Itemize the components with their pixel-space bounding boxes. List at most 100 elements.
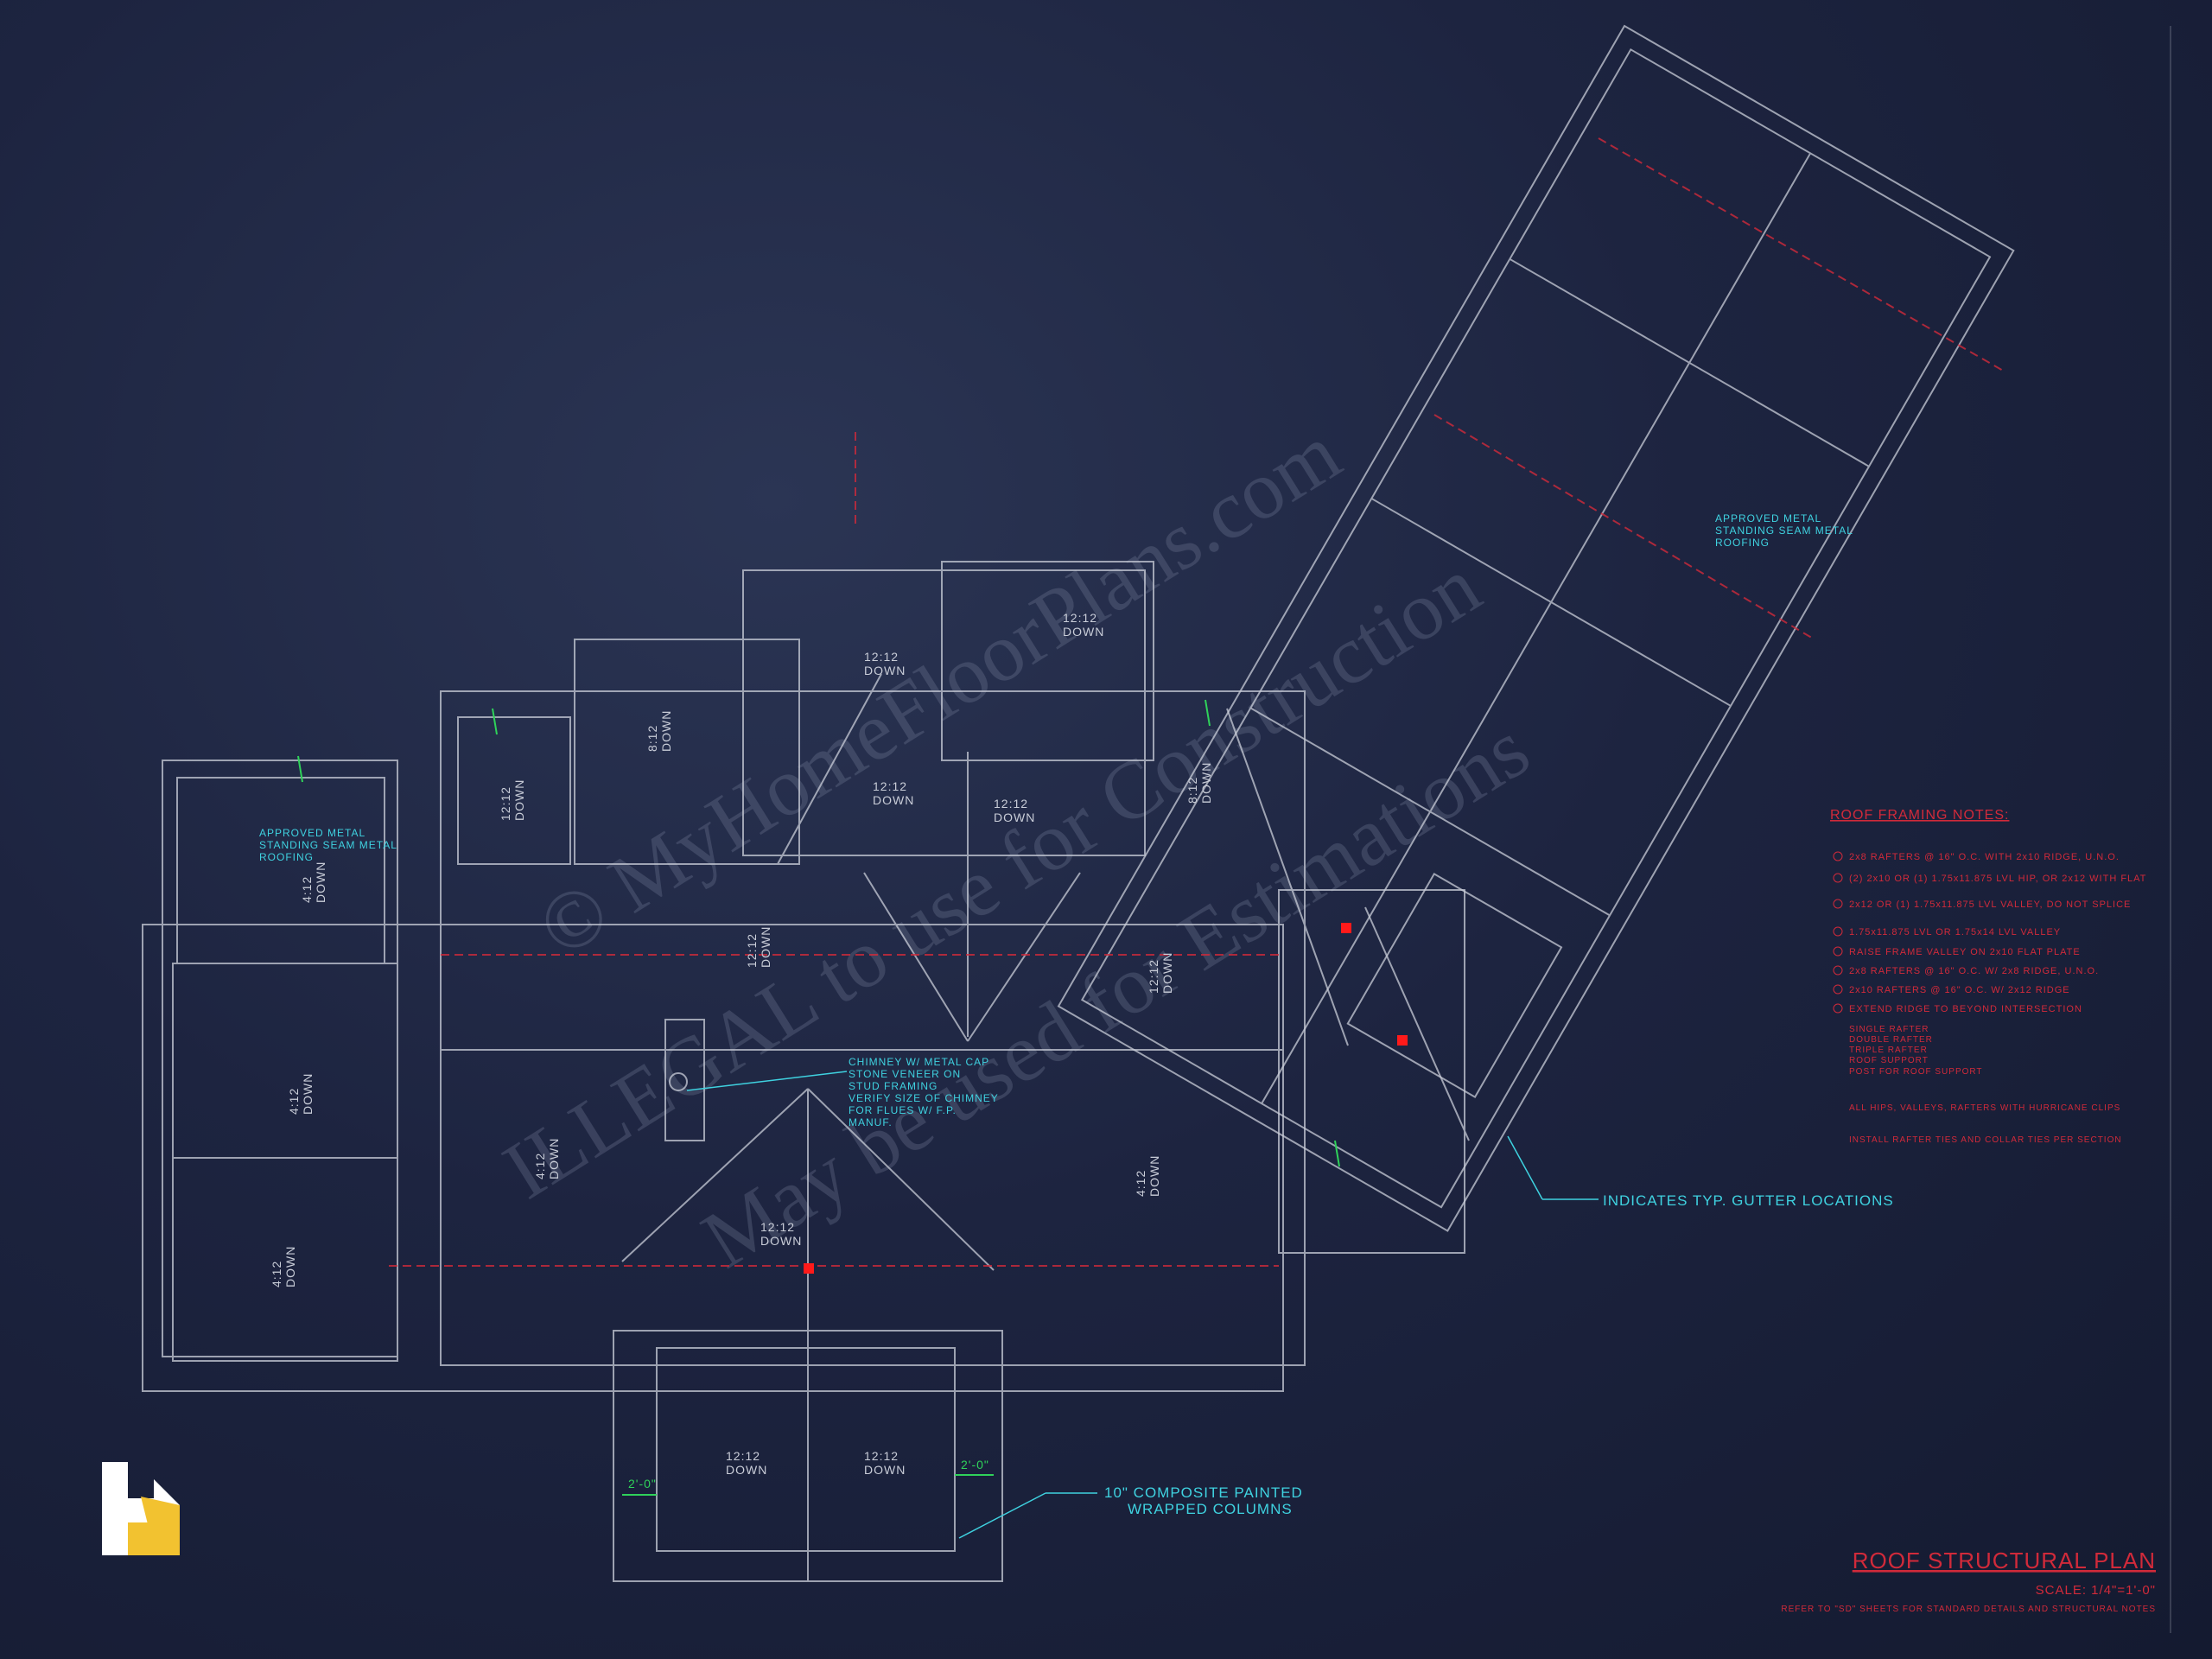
svg-text:STONE VENEER ON: STONE VENEER ON [849,1068,961,1080]
svg-text:12:12: 12:12 [864,650,899,664]
svg-text:4:12: 4:12 [533,1153,547,1179]
dim-tick-3 [1205,699,1211,727]
drawing-title: ROOF STRUCTURAL PLAN [1853,1548,2156,1573]
svg-text:DOWN: DOWN [873,793,914,807]
framing-lines [389,137,2005,1267]
hip-1 [967,872,1081,1042]
dim-tick-2 [492,708,498,735]
outer-eave-left [142,924,1284,1392]
svg-text:4:12: 4:12 [287,1088,301,1115]
callout-metal-roof-left: APPROVED METAL STANDING SEAM METAL ROOFI… [259,827,397,863]
svg-text:DOWN: DOWN [864,664,906,677]
svg-text:DOWN: DOWN [547,1138,561,1179]
notes-heading: ROOF FRAMING NOTES: [1830,808,2009,823]
svg-text:12:12: 12:12 [499,786,512,821]
svg-text:VERIFY SIZE OF CHIMNEY: VERIFY SIZE OF CHIMNEY [849,1092,999,1104]
svg-text:MANUF.: MANUF. [849,1116,893,1128]
svg-text:TRIPLE RAFTER: TRIPLE RAFTER [1849,1046,1928,1055]
dim-tick-4 [1334,1140,1340,1167]
angled-wing-break-2 [1370,498,1732,707]
svg-text:APPROVED METAL: APPROVED METAL [259,827,365,839]
callout-chimney: CHIMNEY W/ METAL CAP STONE VENEER ON STU… [686,1056,999,1128]
svg-text:RAISE FRAME VALLEY ON 2x10 FLA: RAISE FRAME VALLEY ON 2x10 FLAT PLATE [1849,947,2081,957]
left-wing-lower [172,1157,398,1362]
svg-text:1.75x11.875 LVL OR 1.75x14 LVL: 1.75x11.875 LVL OR 1.75x14 LVL VALLEY [1849,927,2061,938]
post-marker-2 [1397,1035,1408,1046]
callout-gutter: INDICATES TYP. GUTTER LOCATIONS [1507,1135,1894,1209]
svg-text:12:12: 12:12 [994,797,1028,810]
angled-wing-ridge [1261,152,1812,1104]
angled-wing-break-1 [1509,257,1870,467]
stair-core [941,561,1154,761]
dim-left-porch-label: 2'-0" [628,1477,657,1491]
svg-text:DOWN: DOWN [1147,1155,1161,1197]
svg-text:EXTEND RIDGE TO BEYOND INTERSE: EXTEND RIDGE TO BEYOND INTERSECTION [1849,1004,2082,1014]
right-ell [1278,889,1465,1254]
svg-text:DOWN: DOWN [283,1246,297,1287]
watermark: © MyHomeFloorPlans.com ILLEGAL to use fo… [487,406,1544,1286]
svg-text:2x8 RAFTERS @ 16" O.C. W/ 2x8: 2x8 RAFTERS @ 16" O.C. W/ 2x8 RIDGE, U.N… [1849,966,2099,976]
hip-4 [1364,906,1470,1141]
svg-text:FOR FLUES W/ F.P.: FOR FLUES W/ F.P. [849,1104,957,1116]
svg-text:DOWN: DOWN [301,1073,315,1115]
front-porch-inner [656,1347,956,1552]
svg-text:DOUBLE RAFTER: DOUBLE RAFTER [1849,1035,1933,1045]
svg-text:DOWN: DOWN [659,710,673,752]
tower-block [742,569,1146,856]
gutter-leader [1507,1135,1543,1200]
svg-text:4:12: 4:12 [1134,1170,1147,1197]
svg-text:12:12: 12:12 [1063,611,1097,625]
left-wing-middle [172,963,398,1159]
svg-text:WRAPPED COLUMNS: WRAPPED COLUMNS [1128,1501,1293,1517]
svg-text:DOWN: DOWN [759,926,772,968]
callout-columns: 10" COMPOSITE PAINTED WRAPPED COLUMNS [958,1484,1302,1539]
chimney-flue [669,1072,688,1091]
svg-text:DOWN: DOWN [314,861,327,903]
valley-1 [777,673,882,865]
chimney-outline [664,1019,705,1141]
svg-text:12:12: 12:12 [873,779,907,793]
angled-beam-2 [1433,414,1815,640]
angled-beam-1 [1598,137,2005,372]
svg-text:2x12 OR (1) 1.75x11.875 LVL VA: 2x12 OR (1) 1.75x11.875 LVL VALLEY, DO N… [1849,899,2131,910]
svg-text:12:12: 12:12 [864,1449,899,1463]
svg-text:DOWN: DOWN [760,1234,802,1248]
brand-logo-icon [102,1462,180,1555]
hip-2 [863,872,969,1042]
stair-bay [457,716,571,865]
svg-text:STANDING SEAM METAL: STANDING SEAM METAL [1715,524,1853,537]
svg-text:2x10 RAFTERS @ 16" O.C. W/ 2x1: 2x10 RAFTERS @ 16" O.C. W/ 2x12 RIDGE [1849,985,2070,995]
svg-text:INDICATES TYP. GUTTER LOCATION: INDICATES TYP. GUTTER LOCATIONS [1603,1192,1894,1209]
svg-text:CHIMNEY W/ METAL CAP: CHIMNEY W/ METAL CAP [849,1056,989,1068]
drawing-scale: SCALE: 1/4"=1'-0" [2036,1583,2156,1598]
front-gable-right [807,1088,995,1271]
svg-text:ROOF SUPPORT: ROOF SUPPORT [1849,1056,1929,1065]
svg-text:(2) 2x10 OR (1) 1.75x11.875 LV: (2) 2x10 OR (1) 1.75x11.875 LVL HIP, OR … [1849,874,2146,884]
callout-metal-roof-right: APPROVED METAL STANDING SEAM METAL ROOFI… [1715,512,1853,549]
svg-text:POST FOR ROOF SUPPORT: POST FOR ROOF SUPPORT [1849,1067,1983,1077]
angled-wing-outline [1057,24,2015,1232]
svg-text:DOWN: DOWN [864,1463,906,1477]
chimney-leader [686,1071,848,1091]
svg-text:DOWN: DOWN [1063,625,1104,639]
dim-tick-1 [297,755,303,783]
svg-text:APPROVED METAL: APPROVED METAL [1715,512,1821,524]
svg-text:DOWN: DOWN [1199,762,1213,804]
front-gable-left [621,1088,809,1262]
dim-right-porch-label: 2'-0" [961,1458,989,1471]
svg-text:4:12: 4:12 [270,1261,283,1287]
svg-text:8:12: 8:12 [1185,777,1199,804]
svg-text:ROOFING: ROOFING [259,851,314,863]
svg-text:4:12: 4:12 [300,876,314,903]
